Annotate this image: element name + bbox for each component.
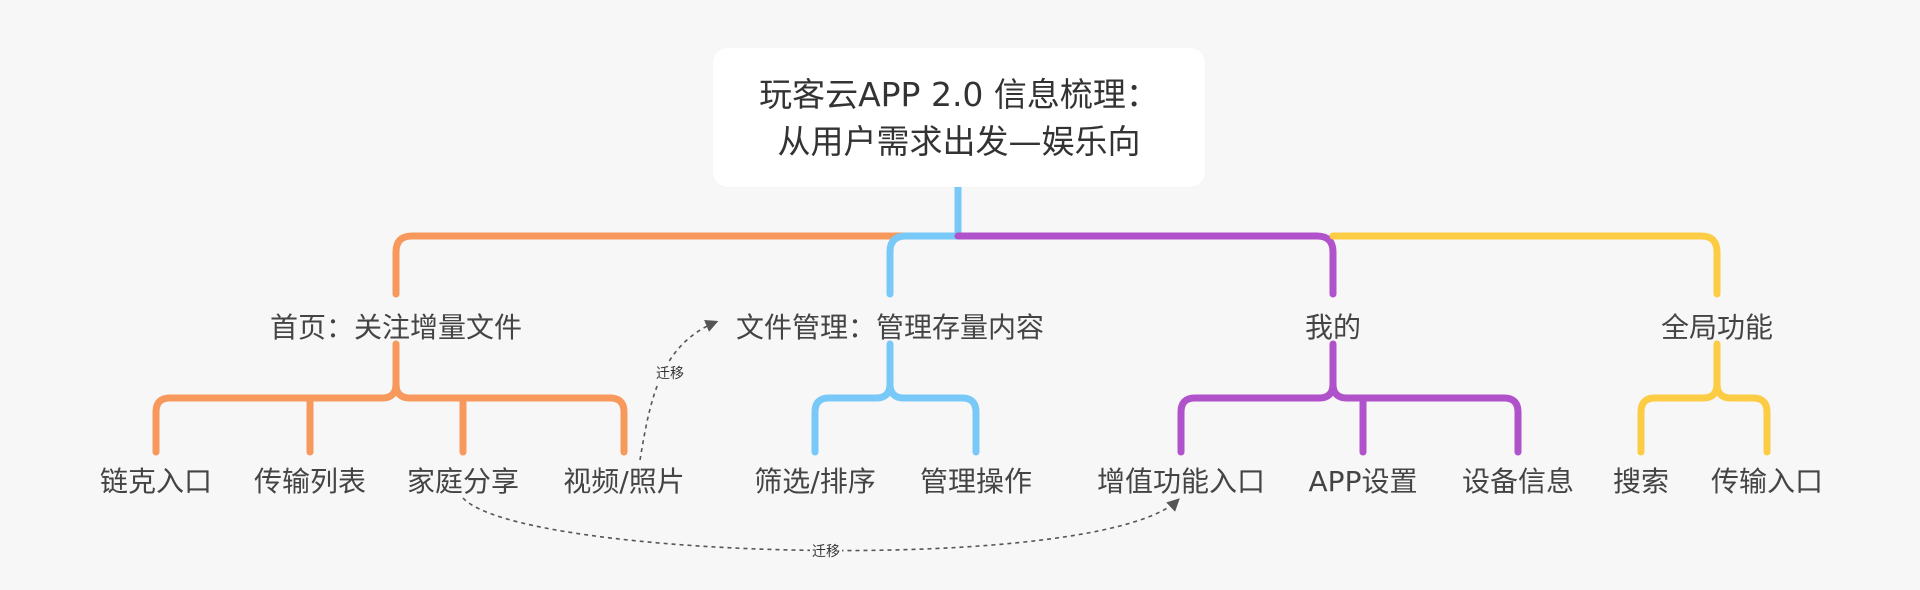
node-file-management[interactable]: 文件管理：管理存量内容	[735, 311, 1045, 344]
node-mine[interactable]: 我的	[1304, 311, 1362, 344]
root-title-line1: 玩客云APP 2.0 信息梳理：	[759, 74, 1159, 114]
trunk-files	[886, 232, 962, 298]
root-title-line2: 从用户需求出发—娱乐向	[777, 121, 1141, 161]
node-home[interactable]: 首页：关注增量文件	[269, 311, 523, 344]
node-family-share[interactable]: 家庭分享	[406, 465, 520, 498]
link-global	[1713, 380, 1771, 456]
link-files	[886, 380, 980, 456]
node-app-settings[interactable]: APP设置	[1308, 465, 1418, 498]
node-value-added-entry[interactable]: 增值功能入口	[1096, 465, 1266, 498]
node-filter-sort[interactable]: 筛选/排序	[754, 465, 876, 498]
link-home	[152, 340, 400, 456]
cross-link-share-to-vip	[462, 497, 1180, 552]
node-global-functions[interactable]: 全局功能	[1660, 311, 1774, 344]
trunk-home	[392, 232, 962, 298]
node-link-entry[interactable]: 链克入口	[99, 465, 213, 498]
node-device-info[interactable]: 设备信息	[1461, 465, 1575, 498]
link-mine	[1177, 340, 1337, 456]
cross-link-label: 迁移	[810, 541, 842, 561]
trunk-mine	[954, 232, 1337, 298]
node-video-photo[interactable]: 视频/照片	[563, 465, 685, 498]
node-manage-ops[interactable]: 管理操作	[919, 465, 1033, 498]
node-transfer-entry[interactable]: 传输入口	[1710, 465, 1824, 498]
cross-link-label: 迁移	[654, 363, 686, 383]
link-files	[811, 340, 894, 456]
cross-link-video-to-files	[639, 319, 719, 461]
node-transfer-list[interactable]: 传输列表	[253, 465, 367, 498]
node-search[interactable]: 搜索	[1612, 465, 1670, 498]
link-mine	[1329, 380, 1522, 456]
link-home	[392, 380, 628, 456]
trunk-global	[1329, 232, 1721, 298]
link-global	[1637, 340, 1721, 456]
root-node[interactable]: 玩客云APP 2.0 信息梳理： 从用户需求出发—娱乐向	[713, 48, 1205, 187]
